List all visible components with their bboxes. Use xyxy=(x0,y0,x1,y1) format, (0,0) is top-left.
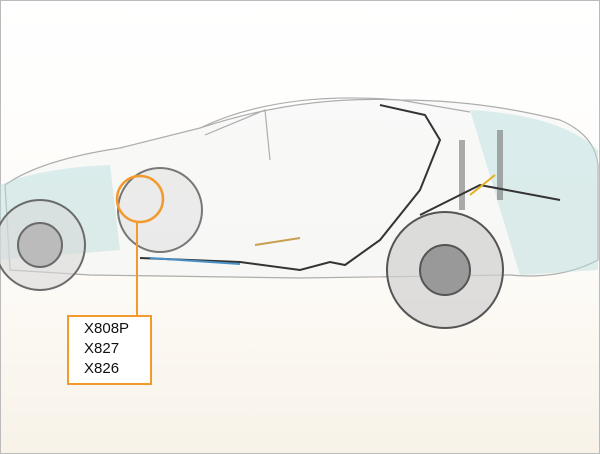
front-wheel xyxy=(0,199,86,291)
rear-wheel xyxy=(386,211,504,329)
windshield xyxy=(204,109,271,161)
connector-label: X808P xyxy=(84,320,130,337)
connector-label: X826 xyxy=(84,360,120,377)
roof-line xyxy=(199,97,471,129)
connector-label: X827 xyxy=(84,340,120,357)
highlight-circle xyxy=(115,174,165,224)
wiring-harness xyxy=(139,104,561,272)
connector-callout-box: X808P X827 X826 xyxy=(67,315,152,385)
